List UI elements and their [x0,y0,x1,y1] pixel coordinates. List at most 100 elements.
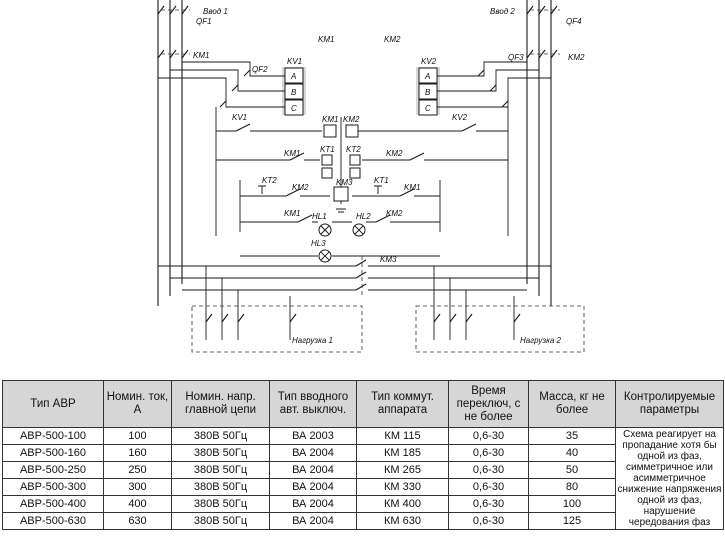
cell-time: 0,6-30 [448,461,529,479]
km1-main-label: KM1 [193,51,209,60]
hl1-label: HL1 [312,212,327,221]
cell-mass: 40 [528,444,616,462]
cell-type: АВР-500-630 [2,512,104,530]
voltage-relay-kv1 [158,61,306,116]
kv2-phase-c: C [425,104,431,113]
cell-voltage: 380В 50Гц [171,512,270,530]
feeder-1-busbars [157,0,190,306]
kv1-phase-b: B [291,88,297,97]
km2-row4-label: KM2 [386,209,403,218]
km1-row4-label: KM1 [284,209,300,218]
voltage-relay-kv2 [416,61,551,116]
kv2-label: KV2 [421,57,437,66]
kv2-phase-b: B [425,88,431,97]
km2-main-label: KM2 [568,53,585,62]
table-row: АВР-500-300 300 380В 50Гц ВА 2004 КМ 330… [2,478,724,496]
col-header-current: Номин. ток, А [103,380,172,428]
kv1-contact-label: KV1 [232,113,247,122]
cell-current: 630 [103,512,172,530]
cell-breaker: ВА 2004 [269,461,357,479]
load-2-feed [415,266,585,353]
feeder-2-busbars [526,0,560,306]
cell-type: АВР-500-250 [2,461,104,479]
load-2-label: Нагрузка 2 [520,336,562,345]
kt2-contact-label: KT2 [262,176,277,185]
cell-breaker: ВА 2004 [269,444,357,462]
cell-breaker: ВА 2004 [269,512,357,530]
cell-switch: КМ 265 [356,461,449,479]
cell-voltage: 380В 50Гц [171,427,270,445]
cell-type: АВР-500-300 [2,478,104,496]
cell-voltage: 380В 50Гц [171,495,270,513]
col-header-parameters: Контролируемые параметры [615,380,724,428]
input-1-label: Ввод 1 [203,7,228,16]
load-1-feed [191,266,363,353]
cell-current: 160 [103,444,172,462]
kv2-phase-a: A [424,72,430,81]
cell-current: 400 [103,495,172,513]
qf3-label: QF3 [508,53,524,62]
specifications-table: Тип АВР Номин. ток, А Номин. напр. главн… [2,380,724,530]
km2-aux-label: KM2 [386,149,403,158]
cell-time: 0,6-30 [448,444,529,462]
col-header-breaker: Тип вводного авт. выключ. [269,380,357,428]
kt1-contact-label: KT1 [374,176,389,185]
load-1-label: Нагрузка 1 [292,336,333,345]
cell-type: АВР-500-100 [2,427,104,445]
cell-mass: 125 [528,512,616,530]
cell-breaker: ВА 2004 [269,478,357,496]
cell-time: 0,6-30 [448,495,529,513]
km3-tie-label: KM3 [380,255,397,264]
table-header-row: Тип АВР Номин. ток, А Номин. напр. главн… [2,380,724,428]
kt2-coil-label: KT2 [346,145,361,154]
kt1-coil-label: KT1 [320,145,335,154]
cell-voltage: 380В 50Гц [171,478,270,496]
col-header-voltage: Номин. напр. главной цепи [171,380,270,428]
km1-coil-label: KM1 [322,115,338,124]
km3-coil-label: KM3 [336,178,353,187]
cell-mass: 80 [528,478,616,496]
cell-time: 0,6-30 [448,478,529,496]
table-row: АВР-500-630 630 380В 50Гц ВА 2004 КМ 630… [2,512,724,530]
col-header-switch: Тип коммут. аппарата [356,380,449,428]
col-header-time: Время переключ, с не более [448,380,529,428]
cell-voltage: 380В 50Гц [171,461,270,479]
kv1-phase-a: A [290,72,296,81]
cell-mass: 100 [528,495,616,513]
kv1-label: KV1 [287,57,302,66]
cell-breaker: ВА 2004 [269,495,357,513]
kv2-contact-label: KV2 [452,113,468,122]
control-circuit [215,107,509,263]
cell-type: АВР-500-160 [2,444,104,462]
transfer-switch-schematic: Ввод 1 Ввод 2 QF1 QF2 QF3 QF4 KM1 KM2 KM… [157,0,585,353]
cell-mass: 50 [528,461,616,479]
table-row: АВР-500-100 100 380В 50Гц ВА 2003 КМ 115… [2,427,724,530]
qf1-label: QF1 [196,17,212,26]
hl2-label: HL2 [356,212,371,221]
cell-time: 0,6-30 [448,427,529,445]
qf4-label: QF4 [566,17,582,26]
cell-current: 250 [103,461,172,479]
cell-voltage: 380В 50Гц [171,444,270,462]
cell-switch: КМ 400 [356,495,449,513]
cell-switch: КМ 115 [356,427,449,445]
cell-mass: 35 [528,427,616,445]
km2-row3-label: KM2 [292,183,309,192]
km1-interlock-label: KM1 [318,35,334,44]
hl3-label: HL3 [311,239,326,248]
km2-interlock-label: KM2 [384,35,401,44]
cell-parameters-note: Схема реагирует на пропадание хотя бы од… [615,427,724,530]
col-header-type: Тип АВР [2,380,104,428]
cell-current: 300 [103,478,172,496]
km1-aux-label: KM1 [284,149,300,158]
input-2-label: Ввод 2 [490,7,515,16]
cell-switch: КМ 330 [356,478,449,496]
table-row: АВР-500-250 250 380В 50Гц ВА 2004 КМ 265… [2,461,724,479]
kv1-phase-c: C [291,104,297,113]
col-header-mass: Масса, кг не более [528,380,616,428]
cell-switch: КМ 630 [356,512,449,530]
cell-time: 0,6-30 [448,512,529,530]
table-row: АВР-500-160 160 380В 50Гц ВА 2004 КМ 185… [2,444,724,462]
cell-current: 100 [103,427,172,445]
km3-bus-tie [158,256,551,296]
